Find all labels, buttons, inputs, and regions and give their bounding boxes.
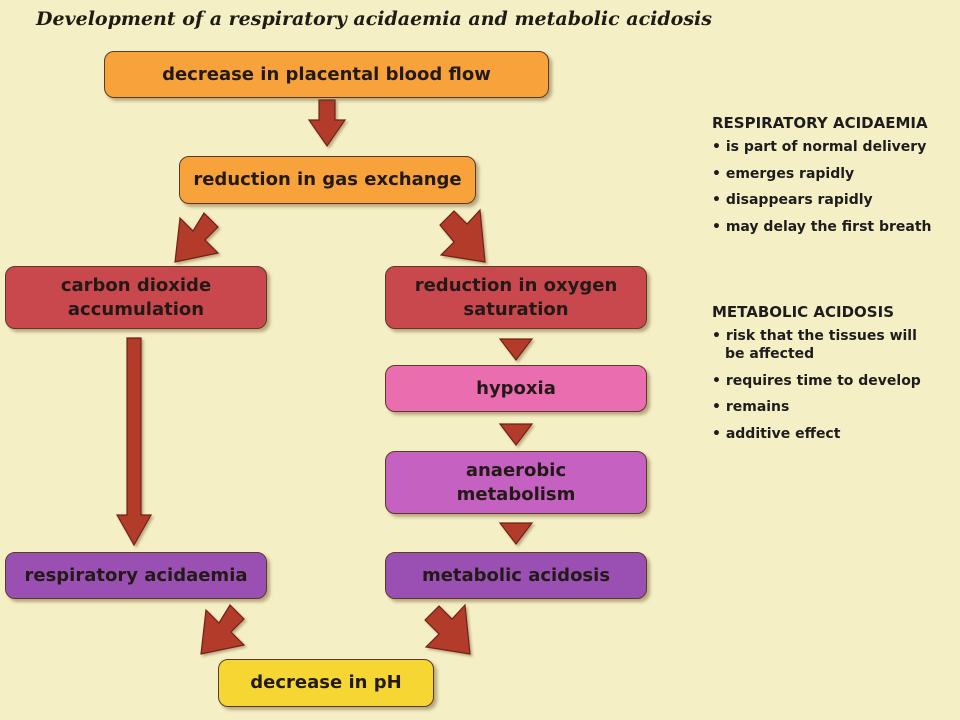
box-hypoxia: hypoxia (385, 365, 647, 412)
arrow-oxygen-to-hypoxia (498, 338, 534, 361)
respiratory-acidaemia-panel: RESPIRATORY ACIDAEMIA is part of normal … (712, 114, 932, 244)
arrow-hypoxia-to-anaerobic (498, 423, 534, 446)
arrow-co2-to-resp (115, 337, 153, 547)
box-placental-blood-flow: decrease in placental blood flow (104, 51, 549, 98)
arrow-placental-to-gas (307, 99, 347, 148)
metabolic-item: requires time to develop (712, 372, 927, 390)
box-respiratory-acidaemia: respiratory acidaemia (5, 552, 267, 599)
box-oxygen-saturation: reduction in oxygen saturation (385, 266, 647, 329)
metabolic-item: additive effect (712, 425, 927, 443)
respiratory-item: emerges rapidly (712, 165, 932, 183)
respiratory-item: may delay the first breath (712, 218, 932, 236)
metabolic-item: remains (712, 398, 927, 416)
box-metabolic-acidosis: metabolic acidosis (385, 552, 647, 599)
arrow-gas-to-co2 (174, 212, 220, 263)
respiratory-item: is part of normal delivery (712, 138, 932, 156)
respiratory-item: disappears rapidly (712, 191, 932, 209)
arrow-metabolic-to-ph (424, 603, 471, 655)
respiratory-heading: RESPIRATORY ACIDAEMIA (712, 114, 928, 132)
box-anaerobic-metabolism: anaerobic metabolism (385, 451, 647, 514)
box-co2-accumulation: carbon dioxide accumulation (5, 266, 267, 329)
metabolic-item: risk that the tissues will be affected (712, 327, 927, 363)
arrow-gas-to-oxygen (439, 208, 486, 263)
box-gas-exchange: reduction in gas exchange (179, 156, 476, 204)
box-decrease-in-ph: decrease in pH (218, 659, 434, 707)
arrow-anaerobic-to-metabolic (498, 522, 534, 545)
metabolic-heading: METABOLIC ACIDOSIS (712, 303, 894, 321)
arrow-resp-to-ph (200, 604, 246, 655)
metabolic-acidosis-panel: METABOLIC ACIDOSIS risk that the tissues… (712, 303, 927, 451)
diagram-title: Development of a respiratory acidaemia a… (36, 8, 712, 30)
